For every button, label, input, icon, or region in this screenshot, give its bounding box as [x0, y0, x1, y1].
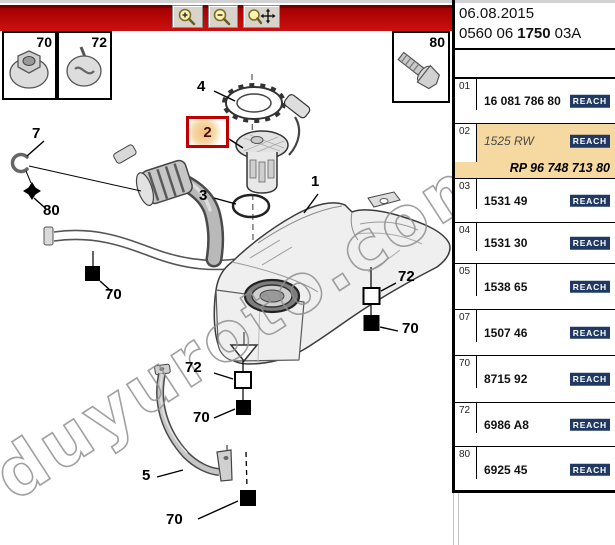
part-number: 6986 A8 [484, 417, 529, 432]
item-number: 01 [455, 79, 477, 110]
zoom-in-icon [178, 8, 195, 26]
part-number: 6925 45 [484, 462, 528, 477]
leader-lines [25, 90, 399, 520]
callout-7[interactable]: 7 [32, 125, 41, 142]
reference-prefix: 0560 06 [459, 25, 514, 42]
part-number: 1531 30 [484, 236, 528, 250]
part-number: 1531 49 [484, 193, 528, 208]
seal-ring [231, 193, 271, 219]
item-number: 07 [455, 310, 477, 342]
callout-2-label: 2 [203, 123, 212, 141]
reference-bold: 1750 [517, 25, 551, 42]
item-number: 02 [455, 124, 477, 162]
push-clip-icon [66, 46, 102, 87]
part-row-70[interactable]: 70 8715 92 REACH [455, 355, 615, 402]
item-number: 80 [455, 447, 477, 479]
callout-1[interactable]: 1 [311, 173, 320, 190]
fastener-70-marker [236, 400, 251, 415]
reach-badge[interactable]: REACH [569, 236, 610, 250]
reach-badge[interactable]: REACH [569, 134, 610, 148]
callout-2-highlight-box[interactable]: 2 [186, 116, 229, 148]
part-row-05[interactable]: 05 1538 65 REACH [455, 263, 615, 309]
thumbnail-part-72[interactable]: 72 [57, 31, 112, 100]
panel-bottom-border [452, 490, 615, 493]
retaining-clip [10, 152, 29, 174]
reach-badge[interactable]: REACH [569, 372, 610, 386]
lock-ring [222, 83, 286, 123]
zoom-in-button[interactable] [172, 5, 203, 28]
reference-suffix: 03A [554, 25, 582, 42]
thumbnail-72-label: 72 [91, 34, 107, 50]
item-number: 04 [455, 223, 477, 251]
hex-bolt-icon [397, 51, 441, 90]
callout-72-bottom[interactable]: 72 [185, 359, 202, 376]
reach-badge[interactable]: REACH [569, 280, 610, 293]
part-number: 16 081 786 80 [484, 94, 561, 108]
item-number: 70 [455, 356, 477, 389]
fastener-markers [85, 251, 381, 506]
thumbnail-part-70[interactable]: 70 [2, 31, 57, 100]
fuel-tank [213, 191, 451, 365]
fastener-70-marker [85, 266, 100, 281]
reach-badge[interactable]: REACH [569, 94, 610, 108]
part-number: 1507 46 [484, 325, 528, 340]
item-number: 03 [455, 179, 477, 210]
fastener-70-marker [363, 315, 380, 331]
callout-72-right[interactable]: 72 [398, 268, 415, 285]
callout-80-left[interactable]: 80 [43, 202, 60, 219]
replacement-part-number: RP 96 748 713 80 [509, 161, 610, 175]
part-row-80[interactable]: 80 6925 45 REACH [455, 446, 615, 492]
panel-divider [452, 77, 615, 79]
tank-strap [154, 363, 233, 482]
item-number: 05 [455, 264, 477, 296]
thumbnail-part-80[interactable]: 80 [392, 31, 450, 103]
part-row-07[interactable]: 07 1507 46 REACH [455, 309, 615, 355]
catalog-date: 06.08.2015 [459, 5, 535, 22]
callout-70-bottom[interactable]: 70 [166, 511, 183, 528]
thumbnail-80-label: 80 [429, 34, 445, 50]
reach-badge[interactable]: REACH [569, 326, 610, 339]
callout-3[interactable]: 3 [199, 187, 208, 204]
part-row-04[interactable]: 04 1531 30 REACH [455, 222, 615, 263]
parts-list: 01 16 081 786 80 REACH 02 1525 RW REACH … [455, 79, 615, 492]
panel-tail-line [458, 493, 459, 545]
zoom-out-icon [213, 8, 231, 26]
top-divider [0, 0, 615, 3]
part-number: 1538 65 [484, 279, 528, 294]
panel-tail-line [453, 493, 454, 545]
callout-70-right[interactable]: 70 [402, 320, 419, 337]
pan-icon [248, 8, 276, 25]
reach-badge[interactable]: REACH [569, 418, 610, 431]
parts-diagram: duyuroto.com [0, 73, 452, 520]
flanged-nut-icon [9, 50, 49, 89]
part-row-02-selected[interactable]: 02 1525 RW REACH RP 96 748 713 80 [455, 123, 615, 178]
callout-4[interactable]: 4 [197, 78, 206, 95]
filler-pipe [113, 144, 225, 268]
panel-left-border [452, 0, 455, 493]
pan-button[interactable] [243, 5, 280, 28]
part-row-72[interactable]: 72 6986 A8 REACH [455, 402, 615, 446]
part-number: 1525 RW [484, 134, 534, 148]
reach-badge[interactable]: REACH [569, 194, 610, 207]
zoom-out-button[interactable] [208, 5, 238, 28]
pump-module [235, 94, 311, 194]
part-row-01[interactable]: 01 16 081 786 80 REACH [455, 79, 615, 123]
callout-5[interactable]: 5 [142, 467, 151, 484]
fastener-70-marker [240, 490, 256, 506]
callout-70-left[interactable]: 70 [105, 286, 122, 303]
bolt-symbol-80 [23, 182, 41, 200]
part-number: 8715 92 [484, 372, 528, 386]
reach-badge[interactable]: REACH [569, 463, 610, 476]
thumbnail-70-label: 70 [36, 34, 52, 50]
callout-70-mid-bottom[interactable]: 70 [193, 409, 210, 426]
part-row-03[interactable]: 03 1531 49 REACH [455, 178, 615, 222]
item-number: 72 [455, 403, 477, 434]
panel-divider [452, 48, 615, 50]
filler-cap-tab [113, 144, 137, 164]
